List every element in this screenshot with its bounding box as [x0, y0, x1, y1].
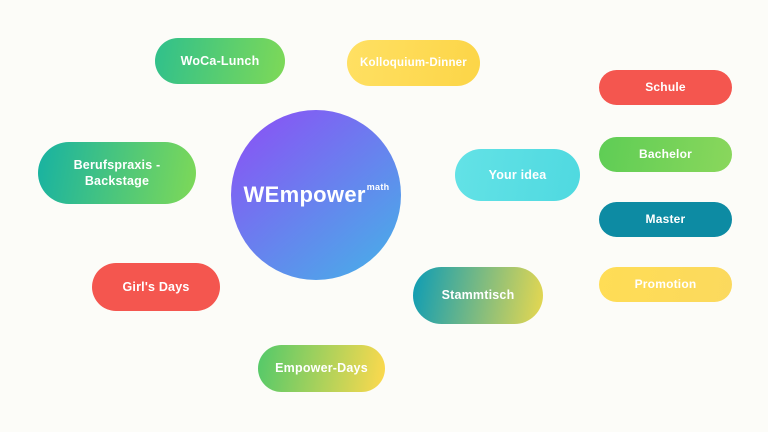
bubble-promotion: Promotion — [599, 267, 732, 302]
bubble-label: WoCa-Lunch — [180, 53, 260, 68]
bubble-label: Master — [645, 211, 686, 226]
bubble-label: Stammtisch — [441, 288, 515, 303]
bubble-label: Your idea — [488, 167, 547, 182]
center-bubble-wempower: WEmpowermath — [231, 110, 401, 280]
bubble-girls-days: Girl's Days — [92, 263, 220, 311]
bubble-label: Schule — [645, 79, 686, 94]
bubble-woca-lunch: WoCa-Lunch — [155, 38, 285, 84]
bubble-berufspraxis-backstage: Berufspraxis - Backstage — [38, 142, 196, 204]
bubble-bachelor: Bachelor — [599, 137, 732, 172]
center-title-superscript: math — [366, 181, 390, 192]
bubble-label: Berufspraxis - Backstage — [73, 157, 161, 188]
bubble-kolloquium-dinner: Kolloquium-Dinner — [347, 40, 480, 86]
bubble-label: Kolloquium-Dinner — [360, 56, 467, 69]
bubble-label: Promotion — [634, 276, 697, 291]
bubble-empower-days: Empower-Days — [258, 345, 385, 392]
bubble-label: Empower-Days — [275, 361, 368, 376]
bubble-schule: Schule — [599, 70, 732, 105]
bubble-master: Master — [599, 202, 732, 237]
bubble-label: Girl's Days — [122, 279, 190, 294]
bubble-your-idea: Your idea — [455, 149, 580, 201]
center-title-text: WEmpower — [243, 182, 366, 207]
bubble-stammtisch: Stammtisch — [413, 267, 543, 324]
bubble-label: Bachelor — [639, 146, 692, 161]
center-title: WEmpowermath — [243, 181, 390, 208]
